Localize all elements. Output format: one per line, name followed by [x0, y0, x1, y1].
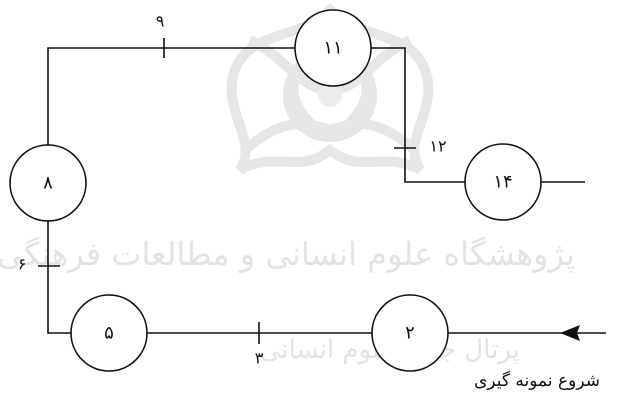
node-5: ۵ [70, 294, 148, 372]
edge-label-bottom: ٣ [255, 349, 264, 368]
node-14-label: ١۴ [493, 172, 512, 193]
node-8-label: ٨ [43, 173, 53, 194]
node-2-label: ٢ [405, 323, 415, 344]
wire-8-to-5 [47, 211, 72, 334]
tick-marks [38, 38, 416, 344]
node-5-label: ۵ [104, 323, 114, 344]
edge-label-left: ۶ [18, 255, 27, 274]
node-11: ١١ [294, 9, 372, 87]
watermark-text-line1: پژوهشگاه علوم انسانی و مطالعات فرهنگی [0, 235, 575, 273]
node-8: ٨ [9, 144, 87, 222]
wire-11-to-14 [371, 47, 465, 183]
wires [47, 47, 606, 334]
edge-label-right-drop: ١٢ [429, 137, 446, 156]
start-arrow [560, 325, 580, 341]
arrowhead-icon [560, 325, 580, 341]
start-sampling-caption: شروع نمونه گیری [474, 370, 600, 391]
edge-label-top: ٩ [156, 12, 165, 31]
wire-8-to-11 [47, 47, 295, 155]
node-2: ٢ [371, 294, 449, 372]
node-11-label: ١١ [323, 38, 342, 59]
node-14: ١۴ [464, 143, 542, 221]
